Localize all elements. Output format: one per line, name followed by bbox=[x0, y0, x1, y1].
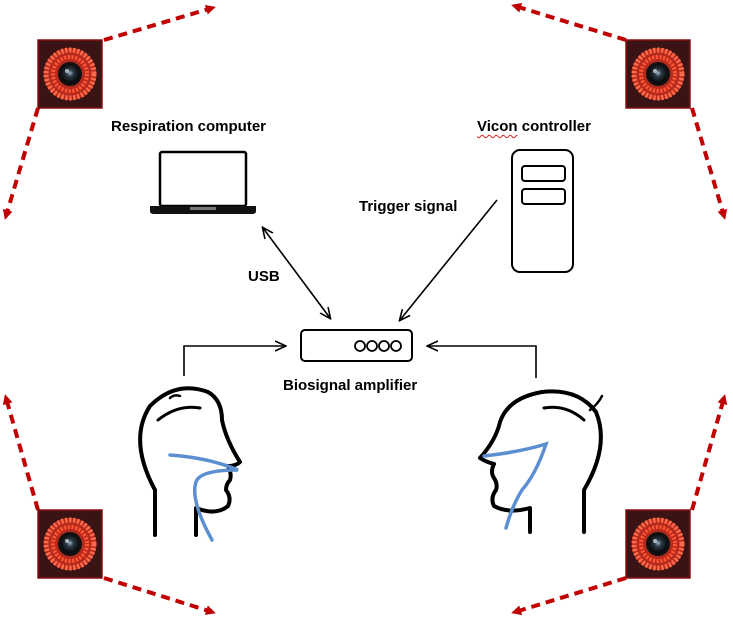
arrow-tl-down bbox=[2, 107, 40, 220]
label-controller-word: controller bbox=[517, 118, 591, 135]
resp-belt-left bbox=[168, 453, 239, 542]
usb-link bbox=[263, 228, 330, 318]
amplifier-icon bbox=[300, 329, 413, 362]
arrow-br-down bbox=[511, 576, 627, 616]
server-icon bbox=[511, 149, 574, 273]
label-trigger-signal: Trigger signal bbox=[359, 198, 458, 215]
arrow-bl-up bbox=[2, 394, 40, 511]
trigger-link bbox=[400, 199, 498, 320]
arrow-tr-up bbox=[511, 2, 627, 42]
label-biosignal-amplifier: Biosignal amplifier bbox=[283, 377, 418, 394]
label-respiration-computer: Respiration computer bbox=[111, 118, 267, 135]
arrow-tl-up bbox=[103, 4, 216, 42]
camera-icon bbox=[626, 510, 690, 578]
label-vicon-word: Vicon bbox=[477, 118, 518, 135]
camera-icon bbox=[626, 40, 690, 108]
resp-belt-right bbox=[482, 441, 549, 530]
arrow-br-up bbox=[690, 394, 728, 511]
head-icon bbox=[478, 389, 604, 534]
arrow-tr-down bbox=[690, 107, 728, 220]
label-vicon-controller: Vicon controller bbox=[477, 118, 591, 135]
right-subject-link bbox=[428, 346, 537, 378]
label-usb: USB bbox=[248, 268, 280, 285]
head-icon bbox=[138, 386, 242, 537]
camera-icon bbox=[38, 40, 102, 108]
arrow-bl-down bbox=[103, 576, 216, 615]
connections bbox=[183, 199, 537, 378]
left-subject-link bbox=[183, 346, 285, 376]
camera-icon bbox=[38, 510, 102, 578]
laptop-icon bbox=[150, 150, 256, 214]
